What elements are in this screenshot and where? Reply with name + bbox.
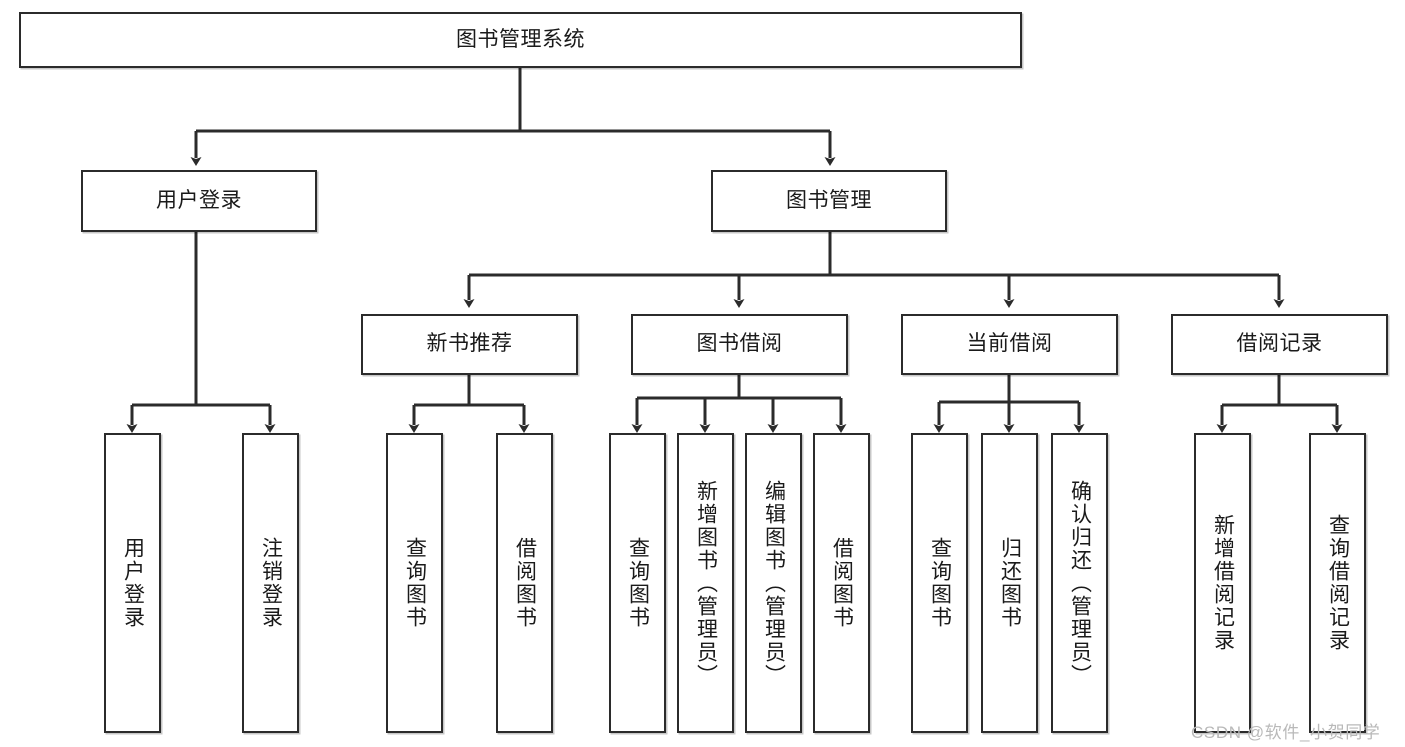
- node-label: 图书管理: [786, 188, 872, 212]
- node-leaf-logout[interactable]: 注销登录: [242, 433, 299, 733]
- node-leaf-edit-book-admin[interactable]: 编辑图书（管理员）: [745, 433, 802, 733]
- node-leaf-add-borrow-record[interactable]: 新增借阅记录: [1194, 433, 1251, 733]
- node-label: 新增图书（管理员）: [694, 479, 718, 687]
- node-label: 当前借阅: [966, 332, 1053, 356]
- node-label: 注销登录: [259, 537, 283, 629]
- node-label: 归还图书: [998, 537, 1022, 629]
- node-label: 用户登录: [121, 537, 145, 629]
- node-label: 借阅图书: [830, 537, 854, 629]
- node-label: 查询借阅记录: [1326, 514, 1350, 652]
- node-label: 确认归还（管理员）: [1068, 479, 1092, 687]
- node-leaf-borrow-book-new[interactable]: 借阅图书: [496, 433, 553, 733]
- node-label: 图书借阅: [696, 332, 783, 356]
- node-leaf-user-login[interactable]: 用户登录: [104, 433, 161, 733]
- node-label: 查询图书: [626, 537, 650, 629]
- node-leaf-query-book-current[interactable]: 查询图书: [911, 433, 968, 733]
- node-label: 编辑图书（管理员）: [762, 479, 786, 687]
- node-label: 用户登录: [156, 188, 242, 212]
- node-leaf-query-book-borrow[interactable]: 查询图书: [609, 433, 666, 733]
- node-book-management[interactable]: 图书管理: [711, 170, 947, 232]
- csdn-watermark: CSDN @软件_小贺同学: [1191, 723, 1381, 742]
- node-label: 借阅图书: [513, 537, 537, 629]
- node-label: 借阅记录: [1236, 332, 1323, 356]
- node-label: 查询图书: [403, 537, 427, 629]
- node-label: 新增借阅记录: [1211, 514, 1235, 652]
- node-new-book-recommend[interactable]: 新书推荐: [361, 314, 578, 375]
- node-leaf-return-book[interactable]: 归还图书: [981, 433, 1038, 733]
- node-user-login[interactable]: 用户登录: [81, 170, 317, 232]
- node-current-borrow[interactable]: 当前借阅: [901, 314, 1118, 375]
- node-borrow-record[interactable]: 借阅记录: [1171, 314, 1388, 375]
- node-root-book-management-system[interactable]: 图书管理系统: [19, 12, 1022, 68]
- node-leaf-confirm-return-admin[interactable]: 确认归还（管理员）: [1051, 433, 1108, 733]
- node-leaf-query-borrow-record[interactable]: 查询借阅记录: [1309, 433, 1366, 733]
- node-label: 新书推荐: [426, 332, 513, 356]
- node-label: 查询图书: [928, 537, 952, 629]
- node-leaf-query-book-new[interactable]: 查询图书: [386, 433, 443, 733]
- node-leaf-add-book-admin[interactable]: 新增图书（管理员）: [677, 433, 734, 733]
- node-label: 图书管理系统: [456, 27, 585, 51]
- node-book-borrow[interactable]: 图书借阅: [631, 314, 848, 375]
- node-leaf-borrow-book[interactable]: 借阅图书: [813, 433, 870, 733]
